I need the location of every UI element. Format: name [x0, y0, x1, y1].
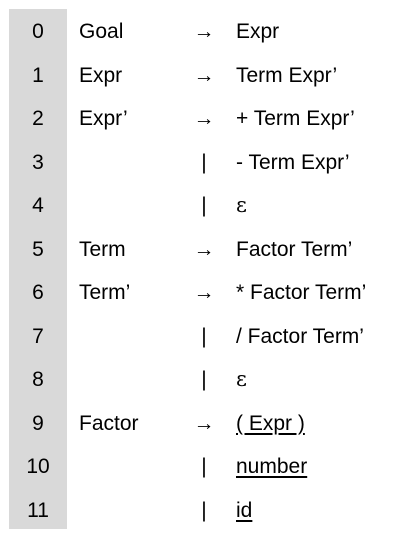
grammar-rule-row: 6 Term’ → * Factor Term’: [9, 271, 400, 315]
grammar-rule-row: 1 Expr → Term Expr’: [9, 54, 400, 98]
rule-lhs: Factor: [79, 411, 139, 435]
rule-number: 9: [32, 411, 44, 435]
rule-number: 8: [32, 368, 44, 391]
grammar-rule-row: 0 Goal → Expr: [9, 10, 400, 54]
rule-rhs: Factor Term’: [236, 237, 353, 261]
grammar-rule-row: 7 | / Factor Term’: [9, 315, 400, 359]
grammar-rule-row: 9 Factor → ( Expr ): [9, 402, 400, 446]
rule-arrow: →: [193, 107, 215, 130]
rule-number: 3: [32, 150, 44, 174]
rule-alternative-bar: |: [201, 150, 207, 174]
rule-lhs: Goal: [79, 20, 124, 43]
rule-lhs: Expr’: [79, 107, 128, 130]
rule-rhs-epsilon: ε: [236, 193, 247, 217]
grammar-rule-row: 3 | - Term Expr’: [9, 141, 400, 185]
grammar-rule-row: 5 Term → Factor Term’: [9, 228, 400, 272]
rule-number: 2: [32, 107, 44, 130]
rule-rhs: Expr: [236, 20, 280, 43]
rule-number: 0: [32, 20, 44, 43]
rule-number: 10: [26, 455, 50, 478]
rule-number: 11: [27, 498, 49, 522]
rule-number: 7: [32, 324, 44, 348]
rule-rhs-terminal: ( Expr ): [236, 411, 305, 435]
rule-number: 6: [32, 281, 44, 304]
rule-rhs-terminal: number: [236, 455, 308, 478]
grammar-rule-row: 8 | ε: [9, 358, 400, 402]
grammar-rule-row: 4 | ε: [9, 184, 400, 228]
grammar-table: 0 Goal → Expr 1 Expr → Term Expr’ 2 Expr…: [9, 10, 400, 532]
rule-number-column-background: [9, 9, 67, 529]
rule-arrow: →: [193, 281, 215, 304]
rule-number: 5: [32, 237, 44, 261]
rule-rhs: - Term Expr’: [236, 150, 350, 174]
rule-rhs: / Factor Term’: [236, 324, 364, 348]
rule-rhs: * Factor Term’: [236, 281, 367, 304]
rule-arrow: →: [193, 20, 215, 43]
rule-lhs: Term’: [79, 281, 131, 304]
rule-rhs-epsilon: ε: [236, 367, 247, 391]
rule-number: 4: [32, 194, 44, 217]
rule-alternative-bar: |: [201, 498, 207, 522]
grammar-rule-row: 10 | number: [9, 445, 400, 489]
rule-alternative-bar: |: [201, 368, 207, 391]
rule-rhs: + Term Expr’: [236, 107, 355, 130]
rule-number: 1: [32, 63, 44, 87]
rule-arrow: →: [193, 63, 215, 87]
rule-alternative-bar: |: [201, 194, 207, 217]
grammar-rule-row: 11 | id: [9, 489, 400, 533]
rule-alternative-bar: |: [201, 324, 207, 348]
rule-lhs: Term: [79, 237, 126, 261]
rule-arrow: →: [193, 411, 215, 435]
rule-alternative-bar: |: [201, 455, 207, 478]
rule-rhs-terminal: id: [236, 498, 253, 522]
rule-lhs: Expr: [79, 63, 123, 87]
rule-rhs: Term Expr’: [236, 63, 338, 87]
rule-arrow: →: [193, 237, 215, 261]
grammar-rule-row: 2 Expr’ → + Term Expr’: [9, 97, 400, 141]
